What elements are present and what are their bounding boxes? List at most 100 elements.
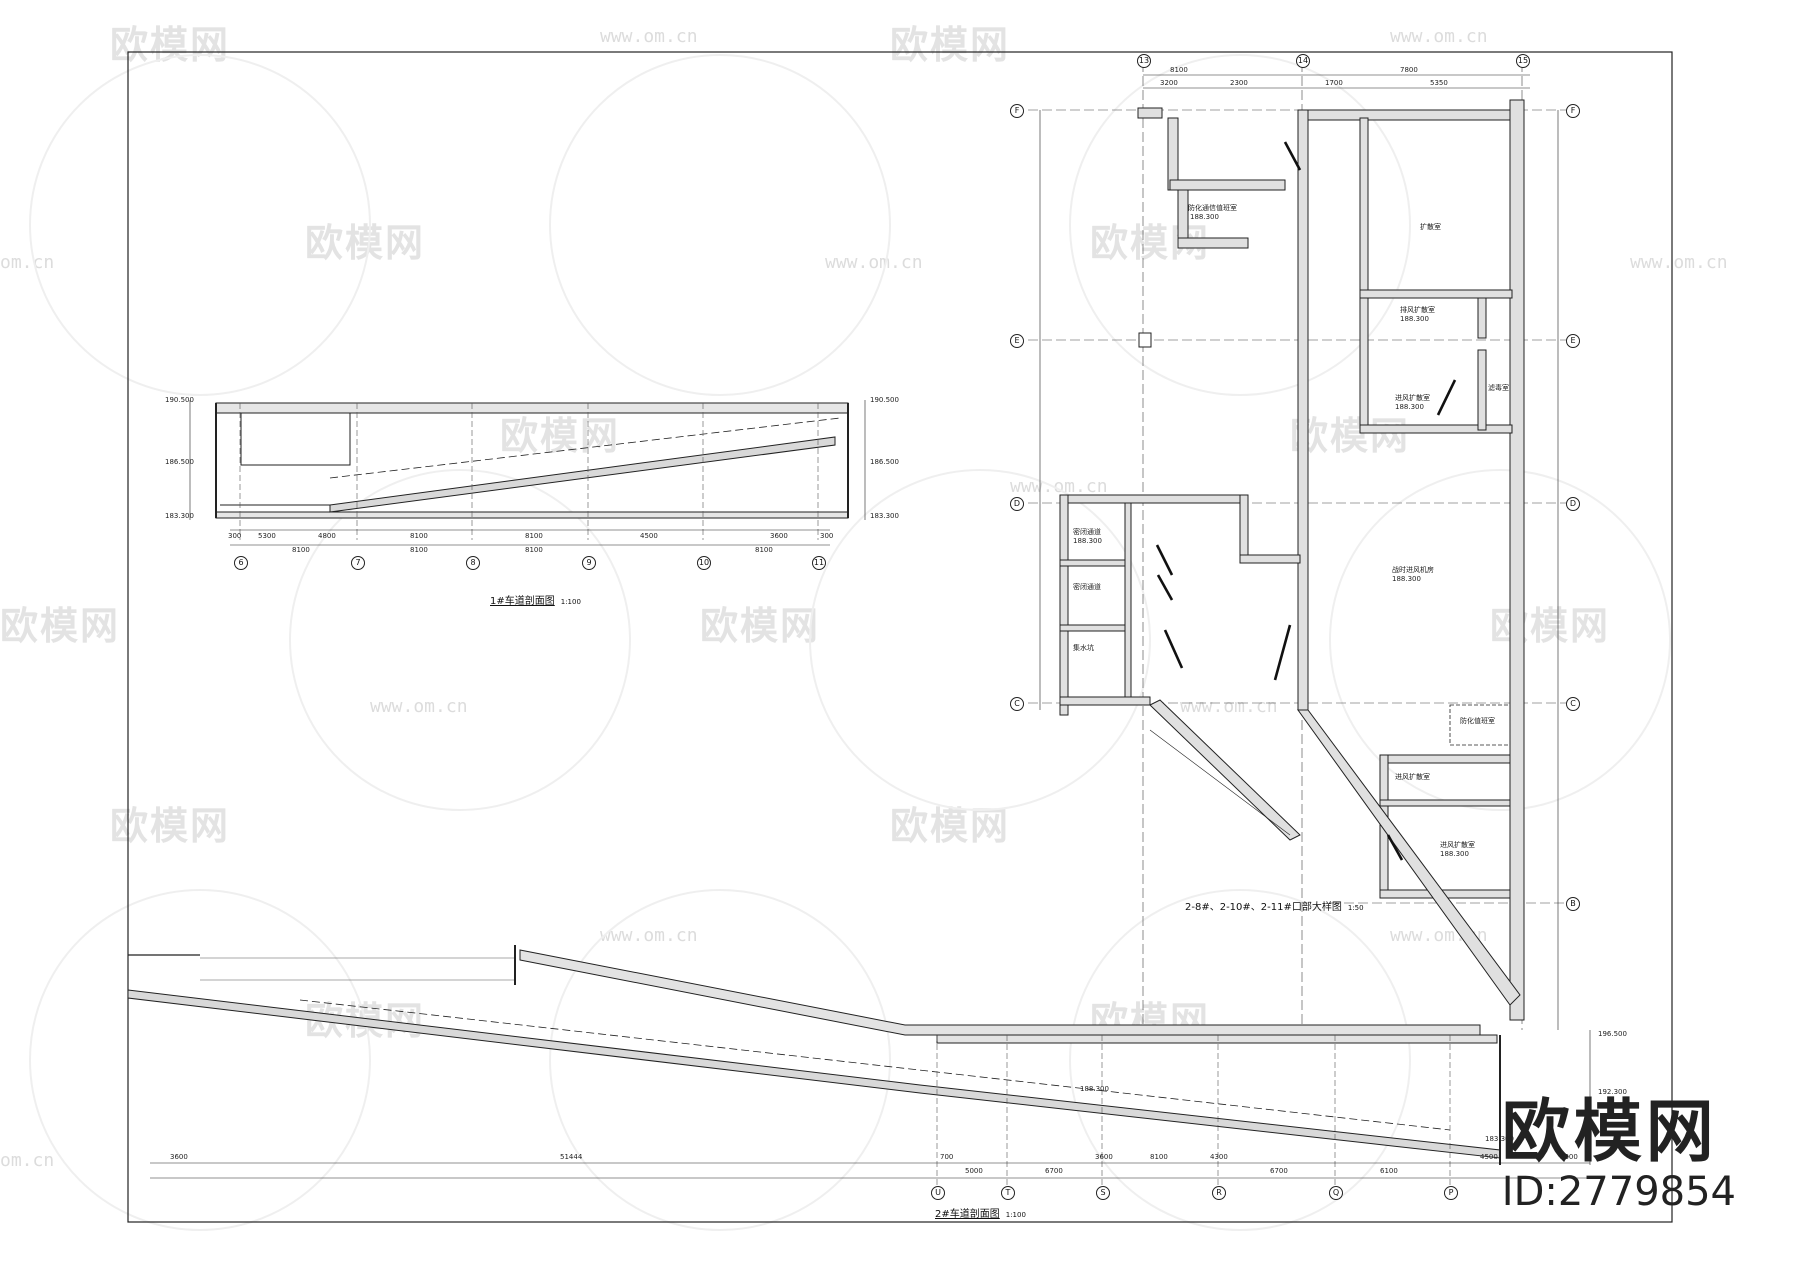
plan-axis-right: D bbox=[1566, 497, 1580, 511]
brand-id: ID:2779854 bbox=[1501, 1169, 1736, 1215]
watermark-logo: 欧模网 bbox=[890, 804, 1011, 848]
ramp1-dim-total: 8100 bbox=[292, 546, 310, 554]
ramp1-roof-slab bbox=[215, 402, 849, 414]
plan-room-label: 进风扩散室 bbox=[1395, 773, 1430, 781]
watermark-url: www.om.cn bbox=[370, 696, 468, 717]
watermark-logo: 欧模网 bbox=[305, 221, 426, 265]
plan-level: 188.300 bbox=[1395, 403, 1424, 411]
ramp2-dim: 6700 bbox=[1270, 1167, 1288, 1175]
brand-watermark: 欧模网 ID:2779854 bbox=[1501, 1097, 1736, 1216]
plan-axis-left: D bbox=[1010, 497, 1024, 511]
ramp1-level: 183.300 bbox=[870, 512, 899, 520]
plan-column bbox=[1138, 332, 1152, 348]
ramp1-dim: 4500 bbox=[640, 532, 658, 540]
ramp2-roof-slab bbox=[519, 949, 1481, 1036]
watermark-url-edge: om.cn bbox=[0, 1150, 55, 1171]
ramp1-axis-bubble: 8 bbox=[466, 556, 480, 570]
plan-sump bbox=[1449, 704, 1511, 746]
ramp2-axis-bubble: R bbox=[1212, 1186, 1226, 1200]
watermark-logo: 欧模网 bbox=[0, 604, 121, 648]
ramp2-level: 192.300 bbox=[1598, 1088, 1627, 1096]
ramp2-dim: 51444 bbox=[560, 1153, 583, 1161]
ramp2-axis-bubble: U bbox=[931, 1186, 945, 1200]
ramp2-axis-bubble: S bbox=[1096, 1186, 1110, 1200]
ramp2-axis-bubble: P bbox=[1444, 1186, 1458, 1200]
ramp1-dim: 8100 bbox=[525, 532, 543, 540]
ramp2-clearance-line bbox=[299, 999, 1451, 1131]
ramp1-dim: 4800 bbox=[318, 532, 336, 540]
plan-level: 188.300 bbox=[1073, 537, 1102, 545]
plan-dim: 1700 bbox=[1325, 79, 1343, 87]
sheet-frame bbox=[127, 51, 1673, 1223]
watermark-url: www.om.cn bbox=[600, 26, 698, 47]
ramp2-axis-bubble: T bbox=[1001, 1186, 1015, 1200]
plan-room-label: 防化通信值班室 bbox=[1188, 204, 1237, 212]
ramp2-underground-roof bbox=[936, 1034, 1498, 1044]
ramp2-dim: 6100 bbox=[1380, 1167, 1398, 1175]
ramp1-clearance-line bbox=[329, 417, 841, 479]
ramp2-scale: 1:100 bbox=[1005, 1211, 1026, 1219]
ramp2-dim: 4300 bbox=[1210, 1153, 1228, 1161]
watermark-logo: 欧模网 bbox=[110, 23, 231, 67]
ramp2-level: 196.500 bbox=[1598, 1030, 1627, 1038]
ramp1-entry-room bbox=[240, 412, 351, 466]
ramp2-dim: 700 bbox=[940, 1153, 954, 1161]
plan-axis-left: F bbox=[1010, 104, 1024, 118]
ramp2-dim: 3600 bbox=[170, 1153, 188, 1161]
ramp1-level: 190.500 bbox=[870, 396, 899, 404]
plan-dim: 8100 bbox=[1170, 66, 1188, 74]
ramp1-floor-slab bbox=[215, 511, 849, 519]
ramp1-dim: 3600 bbox=[770, 532, 788, 540]
plan-axis-top: 13 bbox=[1137, 54, 1151, 68]
ramp2-dim: 8100 bbox=[1150, 1153, 1168, 1161]
watermark-logo: 欧模网 bbox=[700, 604, 821, 648]
ramp1-dim: 300 bbox=[820, 532, 834, 540]
watermark-logo: 欧模网 bbox=[110, 804, 231, 848]
ramp1-axis-bubble: 10 bbox=[697, 556, 711, 570]
plan-axis-top: 15 bbox=[1516, 54, 1530, 68]
plan-room-label: 进风扩散室 bbox=[1440, 841, 1475, 849]
plan-axis-right: B bbox=[1566, 897, 1580, 911]
ramp2-hatch bbox=[200, 957, 515, 981]
ramp1-dim: 300 bbox=[228, 532, 242, 540]
watermark-url: www.om.cn bbox=[1010, 476, 1108, 497]
plan-title: 2-8#、2-10#、2-11#口部大样图 bbox=[1185, 902, 1342, 913]
plan-level: 188.300 bbox=[1400, 315, 1429, 323]
ramp1-level: 186.500 bbox=[165, 458, 194, 466]
ramp2-axis-lines bbox=[936, 1035, 1451, 1185]
plan-dim: 2300 bbox=[1230, 79, 1248, 87]
plan-room-label: 集水坑 bbox=[1073, 644, 1094, 652]
ramp1-dim-total: 8100 bbox=[755, 546, 773, 554]
ramp1-scale: 1:100 bbox=[560, 598, 581, 606]
plan-dim: 3200 bbox=[1160, 79, 1178, 87]
ramp1-level: 190.500 bbox=[165, 396, 194, 404]
ramp1-level: 186.500 bbox=[870, 458, 899, 466]
plan-room-label: 战时进风机房 bbox=[1392, 566, 1434, 574]
plan-walls bbox=[1059, 99, 1525, 1021]
watermark-circles bbox=[29, 54, 1671, 1231]
plan-axis-right: E bbox=[1566, 334, 1580, 348]
ramp1-dim-total: 8100 bbox=[410, 546, 428, 554]
ramp1-dim: 5300 bbox=[258, 532, 276, 540]
watermark-url: www.om.cn bbox=[1630, 252, 1728, 273]
ramp2-level: 188.300 bbox=[1080, 1085, 1109, 1093]
ramp1-section bbox=[189, 400, 866, 546]
ramp2-caption: 2#车道剖面图 1:100 bbox=[935, 1205, 1026, 1220]
ramp1-dim: 8100 bbox=[410, 532, 428, 540]
plan-view bbox=[1028, 62, 1570, 1030]
plan-axis-right: C bbox=[1566, 697, 1580, 711]
watermark-url: www.om.cn bbox=[600, 925, 698, 946]
ramp1-level: 183.300 bbox=[165, 512, 194, 520]
ramp1-dim-total: 8100 bbox=[525, 546, 543, 554]
plan-room-label: 扩散室 bbox=[1420, 223, 1441, 231]
ramp2-title: 2#车道剖面图 bbox=[935, 1209, 1000, 1220]
ramp1-axis-bubble: 7 bbox=[351, 556, 365, 570]
plan-axis-left: E bbox=[1010, 334, 1024, 348]
plan-room-label: 排风扩散室 bbox=[1400, 306, 1435, 314]
ramp2-dim: 5000 bbox=[965, 1167, 983, 1175]
ramp2-dim: 4500 bbox=[1480, 1153, 1498, 1161]
plan-doors bbox=[1155, 141, 1457, 861]
plan-axis-right: F bbox=[1566, 104, 1580, 118]
ramp2-section bbox=[127, 945, 1591, 1185]
